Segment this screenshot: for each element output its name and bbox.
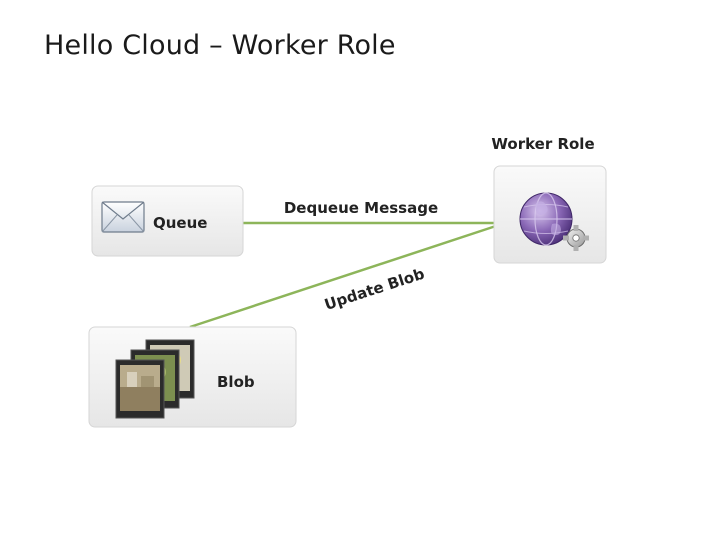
update-blob-connector <box>189 221 506 329</box>
queue-node[interactable]: Queue <box>91 185 244 257</box>
worker-role-label: Worker Role <box>491 135 594 153</box>
envelope-icon <box>101 201 145 233</box>
update-blob-label: Update Blob <box>322 265 427 314</box>
slide-title: Hello Cloud – Worker Role <box>44 30 396 61</box>
worker-role-node[interactable]: Worker Role <box>491 135 607 264</box>
queue-label: Queue <box>153 214 207 232</box>
blob-label: Blob <box>217 373 255 391</box>
dequeue-message-label: Dequeue Message <box>284 199 438 217</box>
blob-node[interactable]: Blob <box>88 326 297 428</box>
globe-gear-icon <box>519 192 589 251</box>
photo-stack-icon <box>115 339 195 419</box>
